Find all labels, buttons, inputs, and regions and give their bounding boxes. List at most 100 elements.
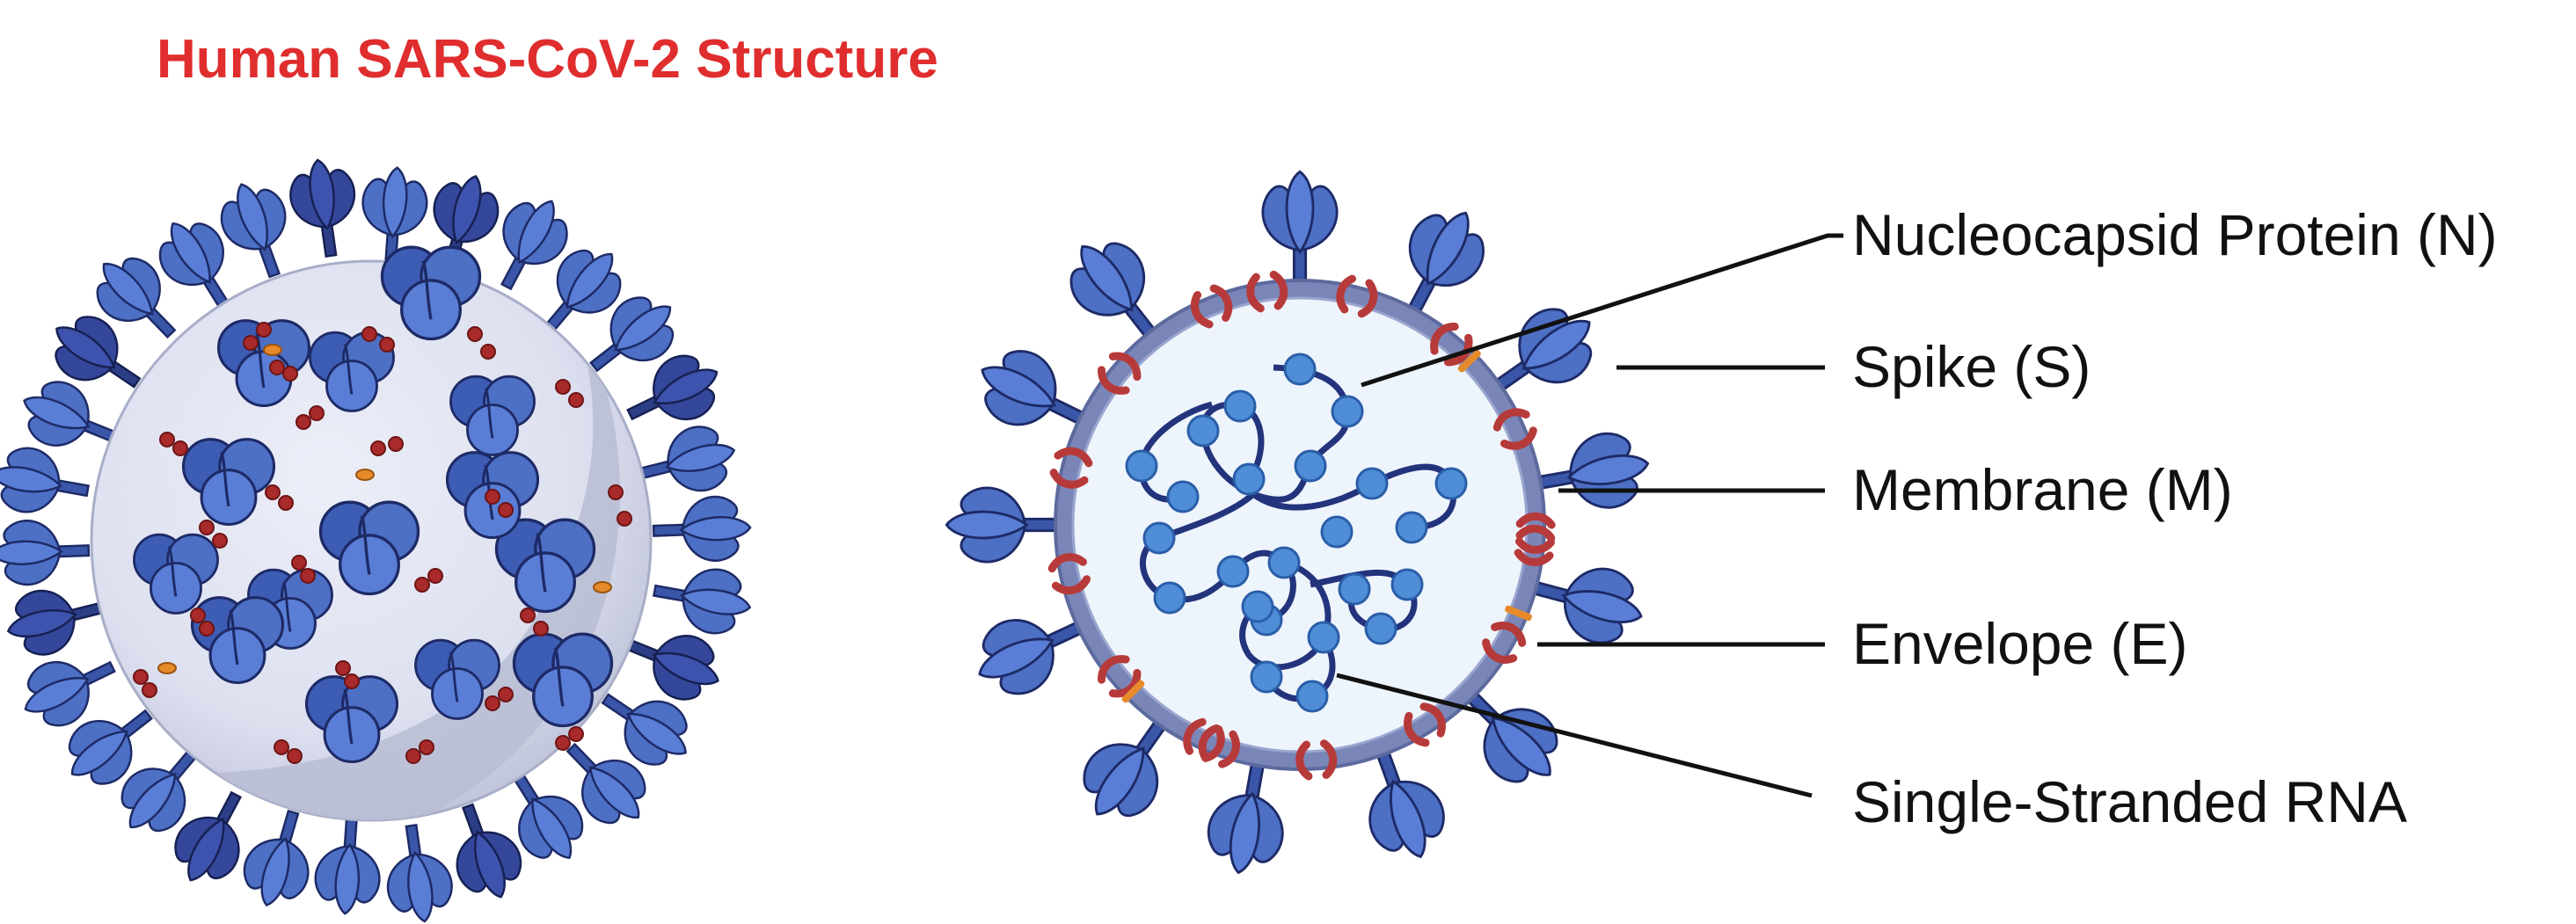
membrane-protein-dot xyxy=(419,739,434,755)
nucleocapsid-bead xyxy=(1364,612,1397,645)
nucleocapsid-bead xyxy=(1142,521,1176,555)
membrane-protein-dot xyxy=(172,440,188,456)
envelope-protein-speck xyxy=(355,469,375,481)
membrane-protein-dot xyxy=(498,502,514,518)
nucleocapsid-bead xyxy=(1390,568,1424,601)
nucleocapsid-protein-beads xyxy=(1125,353,1468,713)
rna-strand xyxy=(1239,559,1332,671)
membrane-protein-dot xyxy=(159,432,175,447)
membrane-protein-dot xyxy=(388,436,404,452)
membrane-protein-dot xyxy=(256,322,272,338)
spike-protein-icon xyxy=(378,819,458,924)
membrane-protein-dot xyxy=(243,335,259,351)
membrane-protein-dot xyxy=(291,555,307,571)
virion-exterior-illustration xyxy=(0,154,757,924)
spike-protein-icon xyxy=(0,575,111,664)
nucleocapsid-bead xyxy=(1125,449,1158,483)
membrane-protein-dot xyxy=(265,484,281,500)
nucleocapsid-bead xyxy=(1166,480,1200,513)
nucleocapsid-bead xyxy=(1395,511,1428,544)
envelope-protein-speck xyxy=(157,662,177,674)
nucleocapsid-bead xyxy=(1320,515,1354,549)
membrane-protein-dot xyxy=(555,379,571,395)
nucleocapsid-bead xyxy=(1223,389,1257,423)
membrane-protein-dot xyxy=(498,687,514,702)
membrane-protein-dot xyxy=(212,533,228,549)
nucleocapsid-bead xyxy=(1232,462,1266,496)
nucleocapsid-label: Nucleocapsid Protein (N) xyxy=(1852,202,2498,267)
membrane-protein-dot xyxy=(617,511,632,527)
membrane-protein-dot xyxy=(269,360,285,375)
rna-strand xyxy=(1251,463,1457,531)
virion-cross-section xyxy=(945,170,1656,881)
surface-membrane-proteins xyxy=(133,322,632,764)
spike-protein-icon xyxy=(1261,170,1339,286)
membrane-protein-dot xyxy=(309,405,325,421)
membrane-protein-dot xyxy=(467,326,483,342)
membrane-protein-dot xyxy=(282,366,298,382)
membrane-protein-dot xyxy=(344,673,360,689)
callouts: Nucleocapsid Protein (N) Spike (S) Membr… xyxy=(1336,202,2498,834)
spike-protein-icon xyxy=(1529,426,1656,521)
nucleocapsid-bead xyxy=(1338,572,1371,606)
nucleocapsid-bead xyxy=(1294,449,1327,483)
membrane-protein-dot xyxy=(414,577,430,593)
rna-label: Single-Stranded RNA xyxy=(1852,769,2407,834)
membrane-protein-dot xyxy=(142,682,157,698)
spike-protein-icon xyxy=(631,418,743,506)
membrane-protein-dot xyxy=(568,392,584,408)
nucleocapsid-bead xyxy=(1153,581,1186,615)
membrane-protein-dot xyxy=(427,568,443,584)
membrane-protein-dot xyxy=(199,621,215,637)
spike-protein-icon xyxy=(0,441,95,524)
envelope-protein-speck xyxy=(263,344,282,356)
membrane-protein-dot xyxy=(296,414,311,430)
membrane-protein-dot xyxy=(608,484,624,500)
single-stranded-rna-genome xyxy=(1125,353,1468,713)
rna-strand xyxy=(1310,569,1418,632)
membrane-protein-dot xyxy=(485,695,500,711)
nucleocapsid-bead xyxy=(1250,660,1283,694)
nucleocapsid-bead xyxy=(1331,395,1364,428)
spike-protein-icon xyxy=(647,557,757,640)
spike-protein-icon xyxy=(945,486,1061,564)
membrane-protein-dot xyxy=(370,440,386,456)
membrane-protein-dot xyxy=(190,608,206,623)
membrane-label: Membrane (M) xyxy=(1852,457,2233,522)
membrane-protein-dot xyxy=(199,520,215,535)
membrane-protein-dot xyxy=(533,621,549,637)
membrane-protein-dot xyxy=(335,660,351,676)
membrane-protein-dot xyxy=(405,748,421,764)
membrane-protein-dot xyxy=(555,735,571,751)
membrane-protein-dot xyxy=(287,748,303,764)
nucleocapsid-leader xyxy=(1361,233,1843,388)
membrane-protein-dot xyxy=(568,726,584,742)
spike-protein-icon xyxy=(234,802,325,915)
spike-label: Spike (S) xyxy=(1852,334,2091,399)
rna-leader xyxy=(1336,673,1813,798)
spike-protein-icon xyxy=(0,517,91,587)
membrane-protein-dot xyxy=(274,739,289,755)
nucleocapsid-bead xyxy=(1283,353,1317,386)
nucleocapsid-bead xyxy=(1295,680,1329,713)
membrane-protein-dot xyxy=(278,495,294,511)
envelope-protein-speck xyxy=(593,581,612,593)
nucleocapsid-bead xyxy=(1241,590,1274,623)
spike-protein-icon xyxy=(1200,754,1296,881)
membrane-protein-dot xyxy=(300,568,316,584)
nucleocapsid-bead xyxy=(1355,467,1389,500)
spike-protein-icon xyxy=(284,154,364,262)
page-title: Human SARS-CoV-2 Structure xyxy=(157,29,938,90)
membrane-protein-dot xyxy=(520,608,536,623)
nucleocapsid-bead xyxy=(1434,467,1468,500)
membrane-protein-dot xyxy=(485,489,500,505)
spike-protein-icon xyxy=(311,813,385,918)
nucleocapsid-bead xyxy=(1186,414,1220,447)
nucleocapsid-bead xyxy=(1267,546,1301,579)
membrane-protein-dot xyxy=(379,337,395,353)
spike-protein-icon xyxy=(651,494,753,564)
envelope-label: Envelope (E) xyxy=(1852,611,2188,676)
nucleocapsid-bead xyxy=(1307,621,1340,654)
membrane-protein-dot xyxy=(361,326,377,342)
